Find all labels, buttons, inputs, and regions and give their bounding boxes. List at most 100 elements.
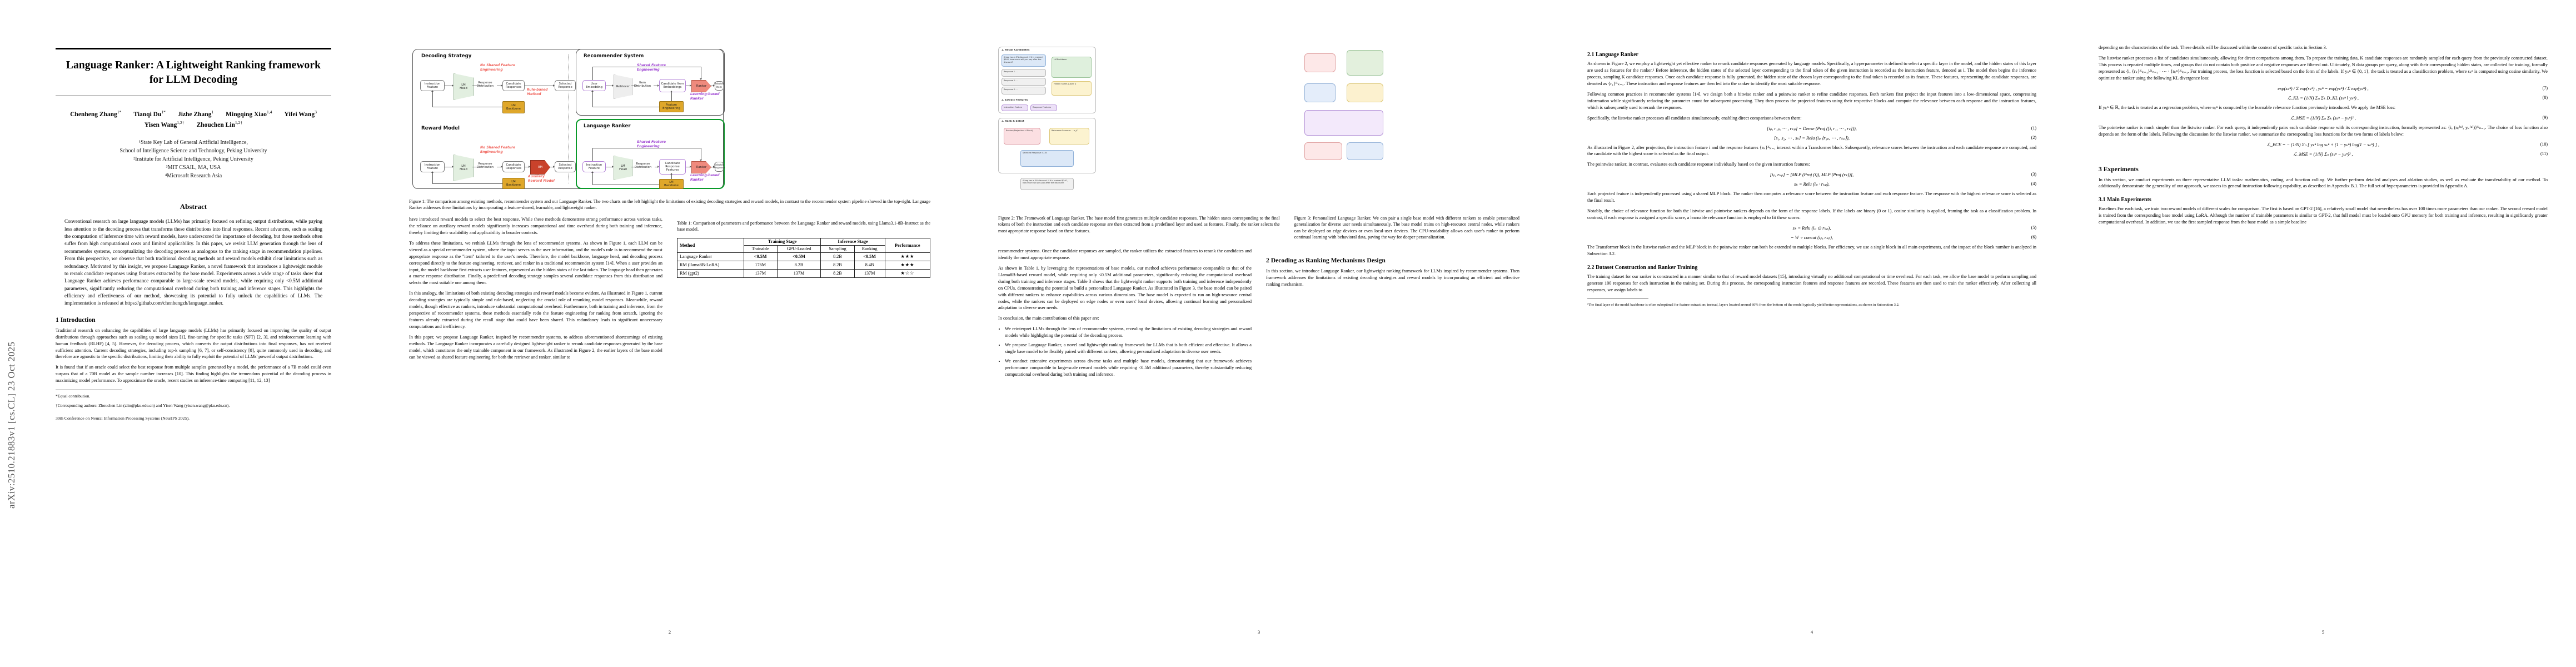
- equation-9: ℒ_MSE = (1/N) Σₙ Σₖ (sₖⁿ − yₖⁿ)² , (9): [2290, 115, 2548, 121]
- annotation-shared-feature-engineering: Shared Feature Engineering: [637, 140, 666, 148]
- section-heading-introduction: 1 Introduction: [56, 316, 96, 323]
- paragraph: In this section, we introduce Language R…: [1266, 268, 1519, 287]
- cell-method: RM (llama8B-LoRA): [677, 260, 744, 270]
- paragraph: As illustrated in Figure 2, after projec…: [1587, 145, 2036, 157]
- node-selected-response: Selected Response: [555, 161, 576, 172]
- cell-trainable: <0.5M: [743, 252, 778, 261]
- figure2-lm-backbone-card: LM Backbone: [1052, 57, 1092, 78]
- paragraph: recommender systems. Once the candidate …: [998, 248, 1252, 260]
- node-candidate-responses: Candidate Responses: [502, 80, 525, 91]
- author: Yifei Wang3: [284, 109, 317, 118]
- footnote-corresponding: †Corresponding authors: Zhouchen Lin (zl…: [56, 403, 230, 408]
- paragraph: The Transformer block in the listwise ra…: [1587, 245, 2036, 256]
- panel-title-decoding-strategy: Decoding Strategy: [421, 53, 472, 59]
- paragraph: It is found that if an oracle could sele…: [56, 365, 331, 384]
- title-line-1: Language Ranker: A Lightweight Ranking f…: [66, 59, 321, 71]
- author: Chenheng Zhang1*: [70, 109, 122, 118]
- node-selected-response: Selected Response: [714, 162, 725, 172]
- cell-trainable: 137M: [743, 268, 778, 278]
- figure2-heading: 2. Extract Features: [1001, 99, 1063, 103]
- page3-text-column-right: 2 Decoding as Ranking Mechanisms Design …: [1266, 248, 1519, 382]
- cell-gpu-loaded: 8.2B: [776, 260, 821, 270]
- section-heading-main-experiments: 3.1 Main Experiments: [2099, 197, 2151, 203]
- equation-2: [s₁, s₂, ⋯ , sₖ] = Relu (iₚ ⟨r₁ₚ, ⋯ , rₖ…: [1774, 135, 2036, 141]
- node-instruction-feature: Instruction Feature: [420, 161, 445, 172]
- cell-ranking: 8.4B: [854, 260, 885, 270]
- panel-title-recommender-system: Recommender System: [584, 53, 644, 59]
- paragraph: The pointwise ranker, in contrast, evalu…: [1587, 162, 1810, 167]
- figure-1-diagram: Decoding Strategy No Shared Feature Engi…: [409, 46, 930, 195]
- table-1-caption: Table 1: Comparison of parameters and pe…: [677, 220, 930, 232]
- cell-ranking: <0.5M: [854, 252, 885, 261]
- table-subheader-ranking: Ranking: [854, 245, 885, 253]
- table-1-comparison: Method Training Stage Inference Stage Pe…: [677, 237, 931, 278]
- annotation-auxiliary-reward-model: Auxiliary Reward Model: [528, 175, 555, 183]
- node-instruction-feature: Instruction Feature: [420, 80, 445, 91]
- section-heading-language-ranker: 2.1 Language Ranker: [1587, 52, 1638, 58]
- node-ranker: Ranker: [691, 161, 711, 173]
- figure3-ranker-node: [1346, 83, 1383, 102]
- page-5: depending on the characteristics of the …: [2079, 22, 2568, 644]
- equation-4: sₖ = Relu (iₚ · rₖₚ), (4): [1794, 181, 2036, 187]
- figure2-hidden-state-card: Hidden States (Layer l): [1052, 81, 1092, 96]
- page2-column-right: Table 1: Comparison of parameters and pe…: [677, 216, 931, 365]
- paragraph: As shown in Table 1, by leveraging the r…: [998, 265, 1252, 311]
- node-lm-backbone: LM Backbone: [502, 101, 525, 113]
- figure2-input-panel: [998, 47, 1096, 113]
- page-number: 2: [668, 629, 671, 635]
- page3-figure3-column: Figure 3: Personalized Language Ranker. …: [1294, 44, 1519, 246]
- cell-performance: ★★★: [884, 252, 931, 261]
- cell-method: RM (gpt2): [677, 268, 744, 278]
- paragraph: The pointwise ranker is much simpler tha…: [2099, 125, 2548, 137]
- section-heading-dataset-construction: 2.2 Dataset Construction and Ranker Trai…: [1587, 264, 1698, 271]
- paragraph: In this section, we conduct experiments …: [2099, 177, 2548, 189]
- arxiv-stamp: arXiv:2510.21883v1 [cs.CL] 23 Oct 2025: [6, 341, 17, 509]
- cell-method: Language Ranker: [677, 252, 744, 261]
- figure2-ranker-panel: [998, 118, 1096, 173]
- equation-1: [iₚ, r₁ₚ, ⋯ , rₖₚ] = Dense (Proj ([i, r₁…: [1767, 125, 2036, 131]
- equation-5: sₖ = Relu (iₚ ⊙ rₖₚ), (5): [1792, 225, 2036, 231]
- venue-line: 39th Conference on Neural Information Pr…: [56, 415, 190, 421]
- author: Jizhe Zhang1: [177, 109, 214, 118]
- panel-title-reward-model: Reward Model: [421, 126, 460, 131]
- figure3-user-node: [1346, 142, 1383, 160]
- label-response-distribution: Response Distribution: [476, 162, 494, 170]
- node-candidate-responses: Candidate Responses: [502, 161, 525, 172]
- node-lm-head: LM Head: [454, 73, 474, 100]
- affiliation: ³MIT CSAIL, MA, USA: [166, 165, 221, 171]
- equation-6: = W ∘ concat (iₚ, rₖₚ), (6): [1790, 235, 2036, 241]
- node-ranker: Ranker: [691, 80, 711, 92]
- table-header-training-stage: Training Stage: [743, 237, 821, 246]
- paragraph: In conclusion, the main contributions of…: [998, 316, 1099, 321]
- figure-3-personalized: [1294, 44, 1519, 211]
- paragraph: To address these limitations, we rethink…: [409, 240, 663, 286]
- divider-dotted: [568, 54, 569, 183]
- annotation-learning-based-ranker: Learning-based Ranker: [690, 92, 720, 101]
- cell-sampling: 8.2B: [820, 252, 855, 261]
- figure2-response-feature-card: Response Features: [1030, 104, 1057, 111]
- figure2-ranker-card: Ranker (Projection + Block): [1004, 128, 1040, 145]
- page3-figure-column: 1. Recall Candidates A bag has a 5% disc…: [998, 44, 1280, 246]
- page-3: 1. Recall Candidates A bag has a 5% disc…: [978, 22, 1539, 644]
- cell-sampling: 8.2B: [820, 268, 855, 278]
- figure3-base-model-node: [1346, 50, 1383, 76]
- table-header-inference-stage: Inference Stage: [820, 237, 885, 246]
- paragraph: As shown in Figure 2, we employ a lightw…: [1587, 61, 2036, 86]
- figure2-query-card: A bag has a 5% discount. If it is marked…: [1020, 178, 1074, 190]
- affiliation: School of Intelligence Science and Techn…: [119, 148, 267, 155]
- author: Mingqing Xiao1,4: [226, 109, 272, 118]
- table-header-performance: Performance: [884, 237, 931, 253]
- list-item: We propose Language Ranker, a novel and …: [1005, 342, 1252, 355]
- figure1-recommender-panel: [576, 49, 725, 116]
- figure2-response-card: Response 1 …: [1001, 69, 1046, 77]
- node-lm-head: LM Head: [614, 156, 632, 180]
- figure2-selected-response-card: Selected Response: $133: [1020, 150, 1074, 167]
- cell-gpu-loaded: <0.5M: [776, 252, 821, 261]
- paragraph: In this paper, we propose Language Ranke…: [409, 334, 662, 360]
- section-heading-experiments: 3 Experiments: [2099, 165, 2139, 173]
- figure2-heading: 1. Recall Candidates: [1001, 49, 1052, 53]
- affiliation: ²Institute for Artificial Intelligence, …: [133, 156, 253, 163]
- figure-1-caption: Figure 1: The comparison among existing …: [409, 199, 930, 211]
- node-lm-backbone: LM Backbone: [659, 179, 684, 189]
